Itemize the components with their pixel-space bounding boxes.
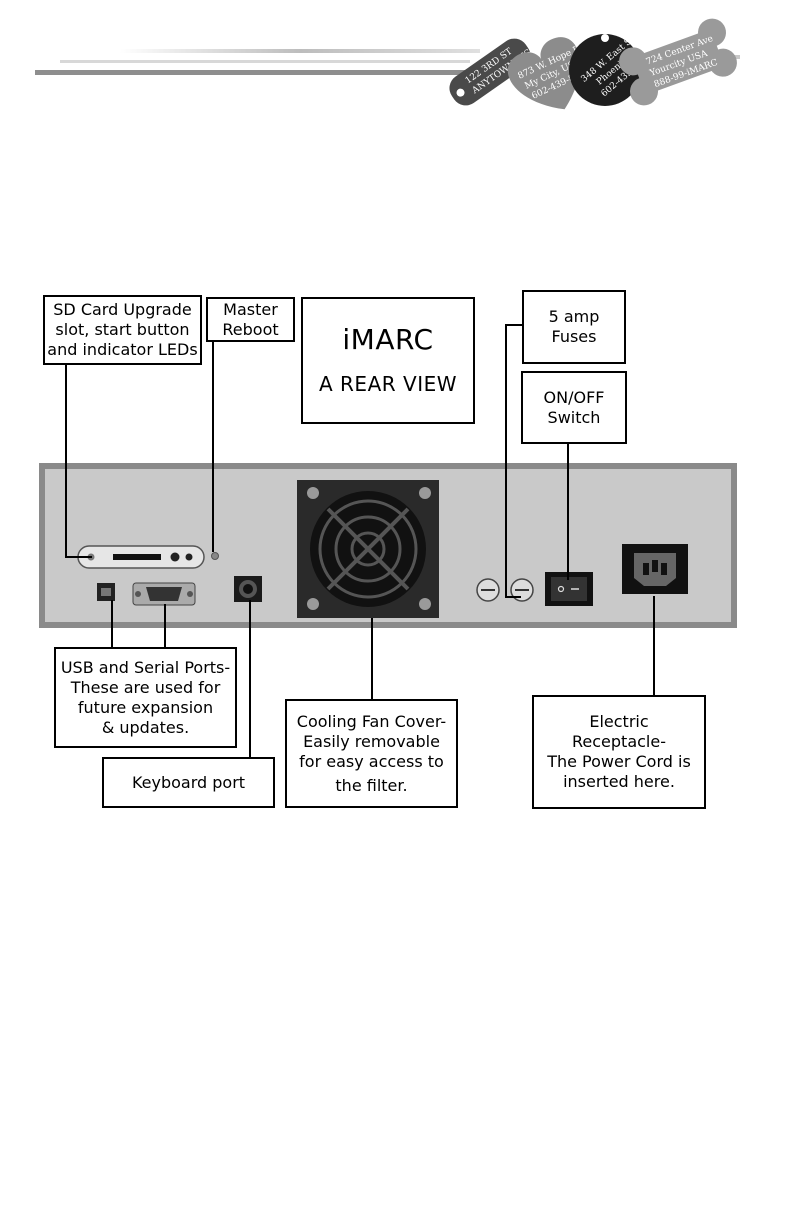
- callout-receptacle-line3: The Power Cord is: [547, 752, 691, 771]
- callout-usb-serial-line1: USB and Serial Ports-: [60, 657, 231, 677]
- header-banner: 122 3RD ST ANYTOWN, US 873 W. Hope Dr My…: [35, 18, 740, 110]
- callout-usb-serial: USB and Serial Ports- These are used for…: [54, 647, 237, 748]
- callout-fuses: 5 amp Fuses: [522, 290, 626, 364]
- callout-usb-serial-line3: future expansion: [77, 697, 214, 717]
- keyboard-port: [234, 576, 262, 602]
- callout-fan-cover-line2: Easily removable: [303, 731, 440, 751]
- master-reboot-hole: [211, 552, 219, 560]
- callout-on-off-line1: ON/OFF: [543, 387, 605, 407]
- fuse-holders: [476, 578, 534, 602]
- start-button: [170, 552, 180, 562]
- fan-cover: [297, 480, 439, 618]
- callout-keyboard: Keyboard port: [102, 757, 275, 808]
- callout-fan-cover: Cooling Fan Cover- Easily removable for …: [285, 699, 458, 808]
- callout-fuses-line2: Fuses: [551, 327, 597, 346]
- callout-on-off-line2: Switch: [547, 407, 601, 427]
- callout-receptacle-line4: inserted here.: [563, 772, 675, 791]
- callout-usb-serial-line2: These are used for: [70, 677, 221, 697]
- title-box: iMARC A REAR VIEW: [301, 297, 475, 424]
- callout-sd-card-line3: and indicator LEDs: [47, 340, 198, 359]
- callout-receptacle: Electric Receptacle- The Power Cord is i…: [532, 695, 706, 809]
- callout-receptacle-line1: Electric: [589, 712, 649, 731]
- callout-receptacle-line2: Receptacle-: [572, 732, 666, 751]
- callout-master-reboot-line2: Reboot: [222, 319, 279, 339]
- callout-usb-serial-line4: & updates.: [101, 717, 190, 737]
- callout-keyboard-line1: Keyboard port: [131, 772, 246, 792]
- page-subtitle: A REAR VIEW: [319, 372, 457, 396]
- power-switch: [545, 572, 593, 606]
- power-receptacle: [622, 544, 688, 594]
- sd-card-slot: [113, 554, 161, 560]
- callout-sd-card: SD Card Upgrade slot, start button and i…: [43, 295, 202, 365]
- serial-port: [132, 582, 196, 606]
- callout-fuses-line1: 5 amp: [548, 307, 600, 326]
- callout-fan-cover-line3: for easy access to: [299, 751, 444, 771]
- callout-fan-cover-line1: Cooling Fan Cover-: [296, 711, 447, 731]
- callout-master-reboot: Master Reboot: [206, 297, 295, 342]
- callout-sd-card-line2: slot, start button: [55, 320, 190, 339]
- callout-fan-cover-line4: the filter.: [335, 775, 408, 795]
- callout-master-reboot-line1: Master: [223, 299, 278, 319]
- callout-on-off: ON/OFF Switch: [521, 371, 627, 444]
- page-title: iMARC: [342, 323, 434, 356]
- callout-sd-card-line1: SD Card Upgrade: [53, 300, 192, 319]
- indicator-led: [185, 553, 193, 561]
- usb-port: [97, 583, 115, 601]
